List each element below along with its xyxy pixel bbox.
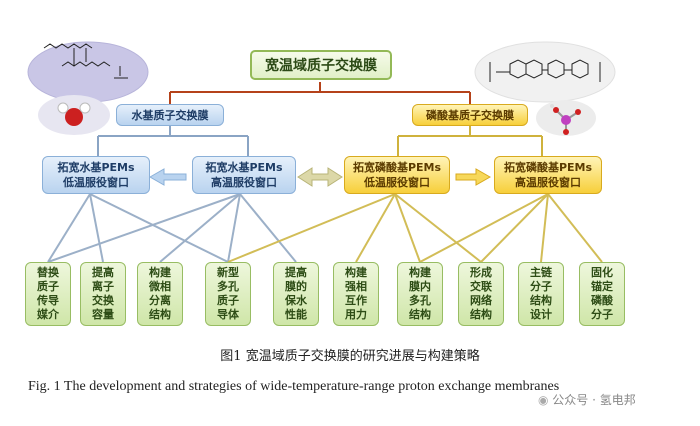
wechat-watermark: ◉ 公众号 · 氢电邦 xyxy=(538,391,636,408)
window-line2: 高温服役窗口 xyxy=(211,176,277,189)
strategy-label: 固化锚定磷酸分子 xyxy=(591,266,613,321)
strategy-node: 提高膜的保水性能 xyxy=(273,262,319,326)
strategy-node: 提高离子交换容量 xyxy=(80,262,126,326)
polymer-structure-ellipse xyxy=(27,41,149,103)
watermark-text: 公众号 · 氢电邦 xyxy=(552,393,636,407)
strategy-node: 固化锚定磷酸分子 xyxy=(579,262,625,326)
window-line2: 高温服役窗口 xyxy=(515,176,581,189)
strategy-label: 提高离子交换容量 xyxy=(92,266,114,321)
phosphoric-strategy-links xyxy=(227,193,603,263)
root-connector xyxy=(169,82,471,104)
double-arrow-icon xyxy=(297,167,343,187)
strategy-node: 形成交联网络结构 xyxy=(458,262,504,326)
strategy-label: 构建膜内多孔结构 xyxy=(409,266,431,321)
window-line1: 拓宽磷酸基PEMs xyxy=(503,161,593,174)
strategy-label: 替换质子传导媒介 xyxy=(37,266,59,321)
sulfonated-polymer-icon xyxy=(43,43,128,79)
strategy-node: 主链分子结构设计 xyxy=(518,262,564,326)
water-based-pem-node: 水基质子交换膜 xyxy=(116,104,224,126)
window-line2: 低温服役窗口 xyxy=(63,176,129,189)
water-strategy-links xyxy=(47,193,297,263)
phosphoric-low-temp-window-node: 拓宽磷酸基PEMs 低温服役窗口 xyxy=(344,156,450,194)
water-low-temp-window-node: 拓宽水基PEMs 低温服役窗口 xyxy=(42,156,150,194)
strategy-label: 提高膜的保水性能 xyxy=(285,266,307,321)
strategy-node: 新型多孔质子导体 xyxy=(205,262,251,326)
arrow-right-icon xyxy=(455,168,492,186)
water-high-temp-window-node: 拓宽水基PEMs 高温服役窗口 xyxy=(192,156,296,194)
pbi-structure-ellipse xyxy=(474,41,616,103)
branch-connector-phosphoric xyxy=(397,126,543,156)
window-line1: 拓宽磷酸基PEMs xyxy=(352,161,442,174)
pbi-polymer-icon xyxy=(489,59,601,82)
phosphoric-based-pem-node: 磷酸基质子交换膜 xyxy=(412,104,528,126)
root-node-title: 宽温域质子交换膜 xyxy=(250,50,392,80)
wechat-icon: ◉ xyxy=(538,393,553,407)
branch-connector-water xyxy=(97,126,249,156)
arrow-left-icon xyxy=(148,168,187,186)
phosphoric-high-temp-window-node: 拓宽磷酸基PEMs 高温服役窗口 xyxy=(494,156,602,194)
window-line1: 拓宽水基PEMs xyxy=(57,161,135,174)
strategy-node: 替换质子传导媒介 xyxy=(25,262,71,326)
window-line2: 低温服役窗口 xyxy=(364,176,430,189)
window-line1: 拓宽水基PEMs xyxy=(205,161,283,174)
water-molecule-icon xyxy=(57,102,91,126)
strategy-label: 构建强相互作用力 xyxy=(345,266,367,321)
strategy-node: 构建膜内多孔结构 xyxy=(397,262,443,326)
strategy-label: 主链分子结构设计 xyxy=(530,266,552,321)
strategy-label: 形成交联网络结构 xyxy=(470,266,492,321)
strategy-node: 构建强相互作用力 xyxy=(333,262,379,326)
figure-caption-chinese: 图1 宽温域质子交换膜的研究进展与构建策略 xyxy=(220,349,480,364)
strategy-label: 新型多孔质子导体 xyxy=(217,266,239,321)
figure-caption-english: Fig. 1 The development and strategies of… xyxy=(28,379,560,394)
strategy-label: 构建微相分离结构 xyxy=(149,266,171,321)
phosphoric-acid-molecule-icon xyxy=(550,104,581,135)
strategy-node: 构建微相分离结构 xyxy=(137,262,183,326)
